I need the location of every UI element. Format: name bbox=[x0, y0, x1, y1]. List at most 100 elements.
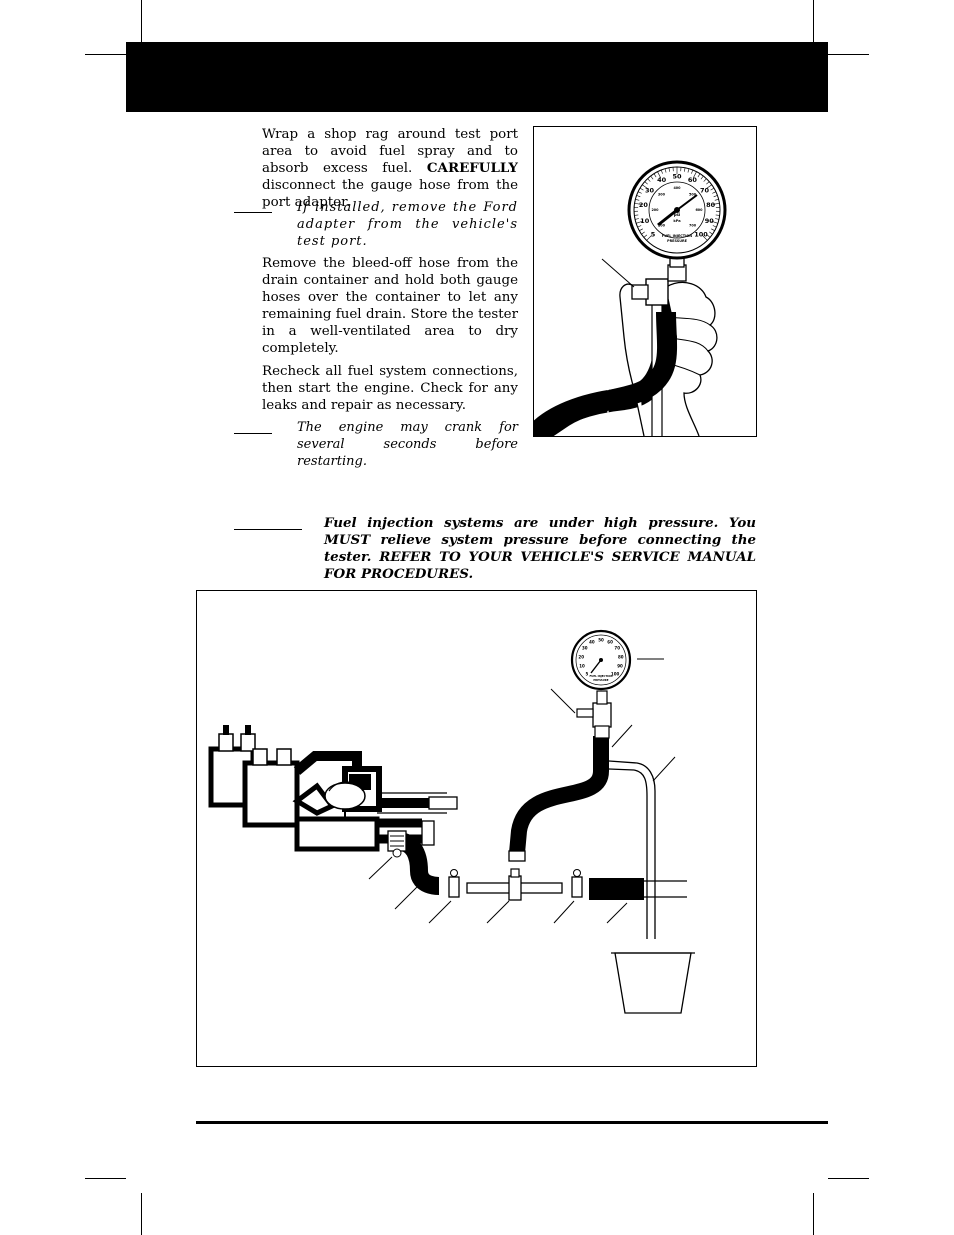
warning-rule bbox=[234, 529, 302, 530]
gauge-tick bbox=[702, 235, 708, 241]
small-gauge-psi-label: 70 bbox=[614, 646, 620, 651]
gauge-tick bbox=[712, 203, 720, 205]
gauge-tick bbox=[647, 178, 651, 182]
small-gauge-psi-label: 30 bbox=[582, 646, 588, 651]
small-gauge-psi-label: 20 bbox=[578, 654, 584, 659]
small-gauge-psi-label: 5 bbox=[586, 672, 589, 677]
gauge-psi-label: 30 bbox=[645, 186, 655, 194]
gauge-tick bbox=[641, 231, 645, 235]
small-gauge-brand-line1: FUEL INJECTION bbox=[589, 674, 612, 678]
emphasis-carefully: CAREFULLY bbox=[426, 160, 518, 176]
gauge-psi-label: 50 bbox=[672, 172, 682, 180]
footer-rule bbox=[196, 1121, 828, 1124]
small-gauge-brand-line2: PRESSURE bbox=[593, 678, 608, 682]
crop-mark bbox=[813, 1193, 814, 1235]
gauge-tick bbox=[713, 195, 718, 198]
warning-high-pressure: Fuel injection systems are under high pr… bbox=[324, 515, 756, 582]
gauge-psi-label: 90 bbox=[705, 217, 715, 225]
gauge-tick bbox=[711, 220, 718, 224]
small-gauge-psi-label: 90 bbox=[617, 664, 623, 669]
small-gauge-psi-label: 60 bbox=[607, 640, 613, 645]
gauge-tick bbox=[706, 181, 710, 185]
gauge-tick bbox=[693, 171, 697, 179]
gauge-psi-label: 20 bbox=[639, 201, 649, 209]
gauge-tick bbox=[634, 218, 639, 220]
crop-mark bbox=[828, 54, 869, 55]
crop-mark bbox=[141, 0, 142, 42]
gauge-tick bbox=[653, 173, 657, 178]
note-rule bbox=[234, 433, 272, 434]
gauge-kpa-label: 100 bbox=[658, 224, 666, 228]
gauge-tick bbox=[712, 191, 717, 194]
gauge-tick bbox=[668, 167, 670, 172]
note-engine-crank: The engine may crank for several seconds… bbox=[297, 420, 518, 469]
gauge-tick bbox=[644, 181, 648, 185]
crop-mark bbox=[828, 1178, 869, 1179]
gauge-tick bbox=[637, 191, 642, 194]
gauge-kpa-label: 700 bbox=[689, 224, 697, 228]
gauge-tick bbox=[657, 171, 661, 179]
gauge-brand-line1: FUEL INJECTION bbox=[662, 234, 692, 238]
gauge-tick bbox=[709, 231, 713, 235]
gauge-tick bbox=[697, 173, 701, 178]
gauge-tick bbox=[714, 199, 719, 201]
page-header-band bbox=[126, 42, 828, 112]
gauge-tick bbox=[691, 169, 694, 174]
small-gauge-psi-label: 80 bbox=[618, 654, 624, 659]
note-rule bbox=[234, 212, 272, 213]
gauge-tick bbox=[636, 195, 641, 198]
gauge-tick bbox=[639, 228, 643, 231]
gauge-tick bbox=[634, 214, 639, 216]
crop-mark bbox=[813, 0, 814, 42]
gauge-tick bbox=[634, 203, 642, 205]
gauge-unit-kpa: kPa bbox=[673, 219, 681, 223]
gauge-tick bbox=[715, 214, 720, 216]
gauge-tick bbox=[706, 234, 711, 238]
gauge-tick bbox=[705, 184, 712, 190]
step-wrap-rag: Wrap a shop rag around test port area to… bbox=[262, 127, 518, 210]
gauge-tick bbox=[650, 175, 654, 180]
note-ford-adapter: If installed, remove the Ford adapter fr… bbox=[297, 200, 518, 249]
gauge-psi-label: 5 bbox=[651, 230, 656, 238]
small-gauge-psi-label: 100 bbox=[611, 672, 620, 677]
small-gauge-psi-label: 40 bbox=[589, 640, 595, 645]
gauge-tick bbox=[700, 175, 704, 180]
gauge-kpa-label: 200 bbox=[651, 208, 659, 212]
gauge-tick bbox=[687, 168, 690, 173]
gauge-tick bbox=[636, 220, 643, 224]
gauge-tick bbox=[635, 199, 640, 201]
gauge-unit-psi: psi bbox=[674, 212, 681, 217]
gauge-tick bbox=[712, 225, 717, 228]
gauge-psi-label: 10 bbox=[640, 217, 650, 225]
gauge-psi-label: 40 bbox=[657, 176, 667, 184]
crop-mark bbox=[85, 1178, 126, 1179]
gauge-psi-label: 60 bbox=[688, 176, 698, 184]
gauge-psi-label: 70 bbox=[700, 186, 710, 194]
gauge-kpa-label: 400 bbox=[673, 186, 681, 190]
gauge-kpa-label: 600 bbox=[695, 208, 703, 212]
small-gauge-psi-label: 10 bbox=[579, 664, 585, 669]
gauge-tick bbox=[660, 169, 663, 174]
step-recheck-connections: Recheck all fuel system connections, the… bbox=[262, 364, 518, 413]
gauge-tick bbox=[643, 234, 648, 238]
crop-mark bbox=[141, 1193, 142, 1235]
hand-gauge-illustration: FUEL INJECTION PRESSURE psi kPa 51020304… bbox=[534, 160, 727, 436]
gauge-psi-label: 80 bbox=[706, 201, 716, 209]
gauge-tick bbox=[664, 168, 667, 173]
gauge-needle bbox=[676, 194, 698, 211]
gauge-tick bbox=[711, 228, 715, 231]
gauge-tick bbox=[646, 235, 652, 241]
crop-mark bbox=[85, 54, 126, 55]
gauge-tick bbox=[642, 184, 649, 190]
gauge-tick bbox=[715, 218, 720, 220]
gauge-kpa-label: 500 bbox=[689, 193, 697, 197]
gauge-brand-line2: PRESSURE bbox=[667, 239, 688, 243]
gauge-tick bbox=[703, 178, 707, 182]
step-drain-hoses: Remove the bleed-off hose from the drain… bbox=[262, 256, 518, 356]
small-gauge-psi-label: 50 bbox=[598, 637, 604, 642]
gauge-tick bbox=[639, 187, 644, 191]
gauge-tick bbox=[684, 167, 686, 172]
